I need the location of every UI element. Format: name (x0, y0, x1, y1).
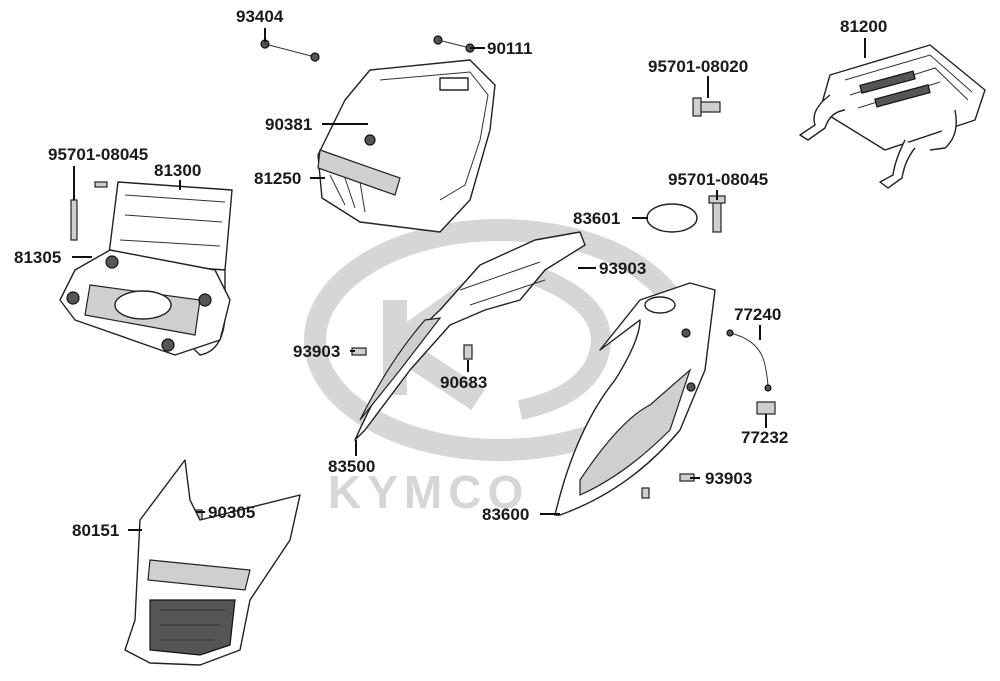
callout-label: 83600 (482, 505, 529, 524)
cable-holder (756, 401, 776, 415)
callout-label: 77240 (734, 305, 781, 324)
callout-label: 95701-08020 (648, 57, 748, 76)
callout-label: 93903 (293, 342, 340, 361)
callout-label: 81250 (254, 169, 301, 188)
callout-label: 90381 (265, 115, 312, 134)
callout-label: 90305 (208, 503, 255, 522)
leader-lines (72, 28, 866, 531)
callout-label: 81300 (154, 161, 201, 180)
helmet-box (317, 59, 496, 233)
callout-label: 80151 (72, 521, 119, 540)
bolt-95701-08045-vertical (708, 195, 726, 233)
bolt-95701-08045-left (70, 181, 108, 241)
callout-label: 81200 (840, 17, 887, 36)
callout-label: 93903 (705, 469, 752, 488)
callout-label: 95701-08045 (668, 170, 768, 189)
callout-label: 83500 (328, 457, 375, 476)
callout-label: 81305 (14, 248, 61, 267)
callout-label: 93404 (236, 7, 284, 26)
callout-label: 77232 (741, 428, 788, 447)
nut-90683 (463, 344, 473, 360)
callout-label: 90683 (440, 373, 487, 392)
seat-lock-cable (726, 329, 772, 392)
under-seat-plate (59, 249, 231, 356)
right-side-cover (554, 282, 716, 516)
callout-label: 83601 (573, 209, 620, 228)
left-side-cover (354, 231, 586, 441)
round-cover (646, 203, 698, 233)
callout-label: 95701-08045 (48, 145, 148, 164)
callout-label: 90111 (487, 39, 532, 58)
callout-labels: 93404 90111 95701-08020 81200 90381 8125… (14, 7, 887, 540)
watermark-brand-text: KYMCO (328, 466, 529, 518)
bolt-95701-08020 (692, 97, 721, 117)
screw-90111 (433, 35, 475, 53)
clip-93404 (260, 39, 320, 62)
screw-90381 (364, 134, 376, 146)
callout-label: 93903 (599, 259, 646, 278)
rear-carrier-rack (799, 44, 986, 189)
front-inner-panel (124, 459, 301, 666)
